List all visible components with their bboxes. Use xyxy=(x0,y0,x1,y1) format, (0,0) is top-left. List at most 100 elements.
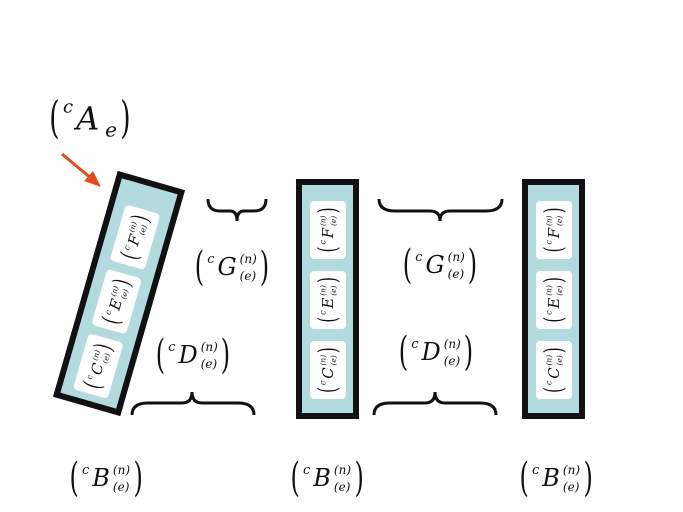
label-part: (e) xyxy=(328,215,338,227)
label-part: ( xyxy=(402,242,413,288)
label-part: ( xyxy=(194,244,205,290)
label-part: c xyxy=(544,380,554,386)
label-part: B xyxy=(542,464,560,492)
pre-superscript: c xyxy=(62,96,74,118)
label-part: ) xyxy=(463,329,474,375)
label-part: G xyxy=(217,253,237,281)
label-part: (n) xyxy=(562,462,581,477)
label-part: C xyxy=(318,367,337,379)
label-part: (e) xyxy=(447,266,465,281)
label-part: ) xyxy=(539,207,568,214)
label-part: c xyxy=(411,337,419,352)
label-part: (e) xyxy=(554,215,564,227)
label-part: c xyxy=(207,252,215,267)
label-part: (e) xyxy=(333,479,351,494)
label-part: c xyxy=(544,240,554,245)
label-part: (n) xyxy=(317,285,327,296)
index-stack: (n)(e) xyxy=(318,215,337,226)
label-part: ( xyxy=(96,313,126,328)
label-part: c xyxy=(168,340,176,355)
brace-g-2 xyxy=(377,198,504,222)
label-part: (n) xyxy=(543,285,553,296)
label-part: c xyxy=(302,463,311,478)
index-stack: (n) (e) xyxy=(201,340,218,371)
pointer-arrow xyxy=(61,152,101,187)
label-part: c xyxy=(318,310,328,315)
index-stack: (n)(e) xyxy=(544,285,563,296)
index-stack: (n)(e) xyxy=(318,355,337,366)
label-part: (e) xyxy=(562,479,580,494)
label-part: (n) xyxy=(543,215,553,227)
label-part: E xyxy=(318,297,337,309)
label-part: (n) xyxy=(317,354,327,366)
label-part: ) xyxy=(539,347,568,353)
label-part: (n) xyxy=(333,462,352,477)
label-part: (e) xyxy=(239,268,257,283)
label-part: (n) xyxy=(112,462,131,477)
label-part: ) xyxy=(133,455,143,501)
label-part: (e) xyxy=(200,356,218,371)
label-part: ( xyxy=(155,332,166,378)
label-part: (e) xyxy=(328,355,338,366)
label-part: (n) xyxy=(447,249,465,264)
label-part: (n) xyxy=(443,336,461,351)
base-letter: A xyxy=(76,99,100,137)
index-stack: (n) (e) xyxy=(448,250,465,281)
label-part: ) xyxy=(313,207,342,214)
label-part: c xyxy=(318,380,328,386)
label-part: (n) xyxy=(239,251,257,266)
brace-g-1 xyxy=(206,198,268,222)
label-part: c xyxy=(415,250,423,265)
label-part: (e) xyxy=(554,285,564,296)
label-part: (e) xyxy=(100,352,112,365)
label-part: (n) xyxy=(200,339,218,354)
label-part: D xyxy=(421,338,441,366)
label-part: ( xyxy=(539,246,568,253)
index-stack: (n) (e) xyxy=(563,463,580,494)
index-stack: (n) (e) xyxy=(334,463,351,494)
label-part: ( xyxy=(115,249,145,263)
label-part: ( xyxy=(539,387,568,393)
label-part: ) xyxy=(354,455,364,501)
label-part: B xyxy=(313,464,331,492)
label-part: ( xyxy=(313,316,342,323)
label-part: ) xyxy=(259,244,270,290)
index-stack: (n)(e) xyxy=(318,285,337,296)
index-stack: (n)(e) xyxy=(544,215,563,226)
label-part: (e) xyxy=(328,285,338,296)
label-part: ) xyxy=(220,332,231,378)
label-part: ( xyxy=(78,378,108,392)
index-stack: (n)(e) xyxy=(444,337,461,368)
index-stack: (n)(e) xyxy=(544,355,563,366)
label-part: G xyxy=(425,251,445,279)
label-part: (e) xyxy=(118,288,130,301)
paren-close: ) xyxy=(120,92,131,144)
brace-d-1 xyxy=(130,391,256,416)
label-part: C xyxy=(544,367,563,379)
label-part: c xyxy=(318,240,328,245)
label-part: E xyxy=(544,297,563,309)
label-part: ( xyxy=(290,455,300,501)
label-part: ( xyxy=(539,316,568,323)
